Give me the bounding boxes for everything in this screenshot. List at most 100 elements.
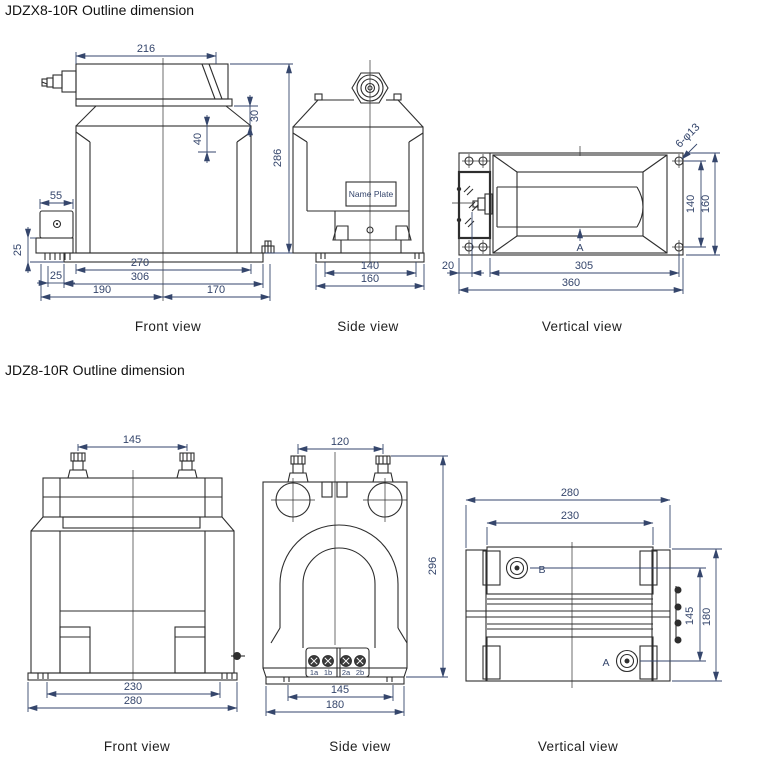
dim-360-label: 360 — [562, 277, 580, 289]
dim-145-front2: 145 — [77, 434, 188, 451]
dim-170-label: 170 — [207, 284, 225, 296]
dim-160-side: 160 — [315, 264, 425, 290]
terminal-b-label: B — [538, 564, 545, 576]
dim-190: 190 — [40, 264, 164, 301]
jdzx8-side-view-label: Side view — [337, 319, 398, 334]
dim-55: 55 — [39, 190, 74, 209]
dim-170: 170 — [162, 264, 271, 301]
jdz8-front-view: 145 230 280 Front view — [27, 434, 245, 754]
jdzx8-vertical-view: A — [442, 121, 720, 334]
dim-145-vertical2: 145 — [530, 567, 706, 662]
dim-40-label: 40 — [192, 133, 204, 145]
dim-120: 120 — [297, 436, 384, 454]
dim-306: 306 — [63, 264, 264, 288]
terminal-boss-right — [363, 478, 407, 522]
dim-160-side-label: 160 — [361, 273, 379, 285]
hv-bushing-icon — [41, 70, 77, 93]
jdzx8-side-view: Name Plate 140 — [292, 60, 425, 334]
dim-55-label: 55 — [50, 190, 62, 202]
dim-140-vertical-label: 140 — [685, 195, 697, 213]
dim-145-side2: 145 — [287, 684, 394, 701]
dim-160-vertical-label: 160 — [700, 195, 712, 213]
dim-120-label: 120 — [331, 436, 349, 448]
mounting-holes — [462, 154, 686, 254]
terminal-1a-label: 1a — [310, 668, 319, 677]
dim-280-vertical2-label: 280 — [561, 487, 579, 499]
dim-190-label: 190 — [93, 284, 111, 296]
jdzx8-vertical-view-label: Vertical view — [542, 319, 622, 334]
jdz8-side-view-label: Side view — [329, 739, 390, 754]
dim-30: 30 — [234, 95, 261, 137]
drawing-jdz8: JDZ8-10R Outline dimension — [5, 362, 722, 754]
dim-280-front2: 280 — [27, 682, 238, 712]
dim-20: 20 — [442, 212, 484, 294]
dim-280-vertical2: 280 — [465, 487, 671, 548]
dim-305-label: 305 — [575, 260, 593, 272]
dim-286-label: 286 — [272, 149, 284, 167]
terminal-b: B — [505, 556, 546, 580]
dim-40: 40 — [192, 115, 216, 163]
dim-280-front2-label: 280 — [124, 695, 142, 707]
secondary-screws-edge — [674, 586, 682, 644]
dim-306-label: 306 — [131, 271, 149, 283]
dim-180-side2-label: 180 — [326, 699, 344, 711]
dim-140-side-label: 140 — [361, 260, 379, 272]
dim-296: 296 — [391, 455, 448, 678]
dim-360: 360 — [458, 258, 684, 294]
dim-216-label: 216 — [137, 43, 155, 55]
dim-30-label: 30 — [249, 110, 261, 122]
terminal-2a-label: 2a — [342, 668, 351, 677]
marker-a-label: A — [576, 242, 583, 254]
ground-bolt-icon — [261, 240, 275, 254]
dim-145-side2-label: 145 — [331, 684, 349, 696]
dim-270-label: 270 — [131, 257, 149, 269]
primary-stud-right — [176, 452, 198, 479]
terminal-2b-label: 2b — [356, 668, 364, 677]
stud-right — [372, 455, 394, 483]
dim-286: 286 — [230, 63, 293, 254]
primary-stud-left — [67, 452, 89, 479]
jdz8-side-view: 1a 1b 2a 2b 120 296 — [262, 436, 448, 754]
drawing-jdzx8: JDZX8-10R Outline dimension — [5, 2, 720, 334]
dim-180-vertical2-label: 180 — [701, 608, 713, 626]
name-plate-label: Name Plate — [349, 189, 394, 199]
dim-305: 305 — [489, 253, 680, 277]
hole-callout-label: 6-φ13 — [673, 121, 702, 150]
dim-20-label: 20 — [442, 260, 454, 272]
stud-left — [287, 455, 309, 483]
dim-230-vertical2-label: 230 — [561, 510, 579, 522]
dim-216: 216 — [75, 43, 217, 64]
dim-230-front2-label: 230 — [124, 681, 142, 693]
secondary-terminal-box: 1a 1b 2a 2b — [305, 647, 370, 678]
jdz8-title: JDZ8-10R Outline dimension — [5, 362, 185, 378]
jdz8-vertical-view: B A 280 230 — [465, 487, 722, 754]
jdzx8-title: JDZX8-10R Outline dimension — [5, 2, 194, 18]
dim-25-left-label: 25 — [12, 244, 24, 256]
terminal-boss-left — [271, 478, 315, 522]
terminal-1b-label: 1b — [324, 668, 332, 677]
top-bushing-icon — [351, 72, 389, 104]
jdzx8-front-view: 216 286 40 30 — [12, 43, 293, 334]
dim-270: 270 — [75, 257, 252, 274]
jdzx8-front-view-label: Front view — [135, 319, 201, 334]
dim-296-label: 296 — [427, 557, 439, 575]
dim-160-vertical: 160 — [686, 152, 720, 256]
terminal-box — [456, 170, 493, 240]
dim-145-vertical2-label: 145 — [684, 607, 696, 625]
terminal-a-label: A — [602, 657, 609, 669]
jdz8-front-view-label: Front view — [104, 739, 170, 754]
dim-145-front2-label: 145 — [123, 434, 141, 446]
dim-180-vertical2: 180 — [672, 548, 722, 682]
dim-25-bottom-label: 25 — [50, 270, 62, 282]
marker-a: A — [576, 228, 584, 254]
mounting-bracket — [35, 210, 74, 260]
dim-140-side: 140 — [324, 260, 417, 277]
dim-230-vertical2: 230 — [486, 510, 654, 545]
dim-140-vertical: 140 — [684, 160, 706, 248]
side-bolt-icon — [231, 652, 245, 660]
dim-180-side2: 180 — [265, 686, 405, 716]
terminal-a: A — [602, 649, 639, 673]
name-plate: Name Plate — [345, 181, 397, 207]
dim-25-left: 25 — [12, 227, 64, 273]
